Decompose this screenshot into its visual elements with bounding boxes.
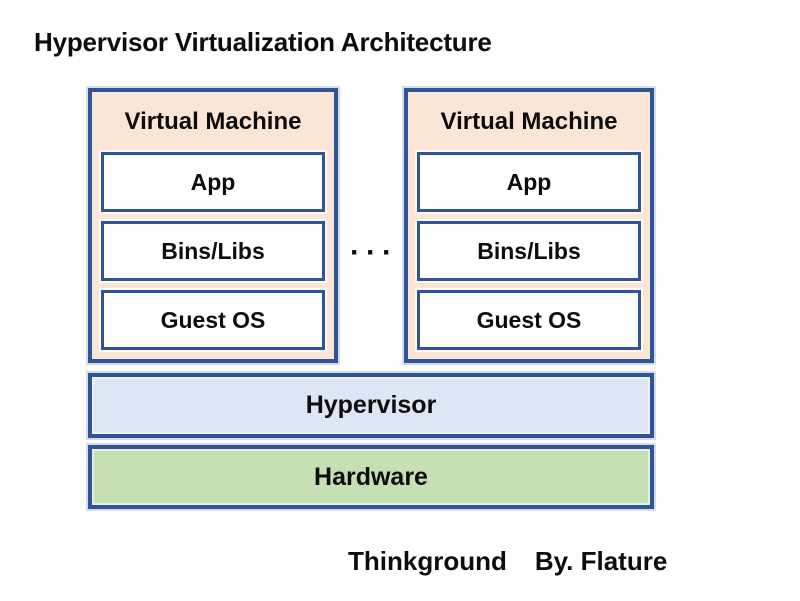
vm-2-layer-bins-libs: Bins/Libs — [417, 221, 641, 281]
hypervisor-bar: Hypervisor — [88, 373, 654, 438]
footer-credit: Thinkground By. Flature — [348, 546, 667, 577]
virtual-machine-box-1: Virtual Machine App Bins/Libs Guest OS — [88, 88, 338, 363]
ellipsis-dots: ··· — [350, 236, 398, 269]
vm-1-layer-app: App — [101, 152, 325, 212]
footer-brand: Thinkground — [348, 546, 507, 576]
hardware-bar: Hardware — [88, 445, 654, 509]
vm-1-title: Virtual Machine — [124, 108, 302, 135]
diagram-title: Hypervisor Virtualization Architecture — [34, 27, 492, 57]
footer-author: By. Flature — [534, 546, 668, 576]
vm-1-layer-guest-os: Guest OS — [101, 290, 325, 350]
vm-1-layer-bins-libs: Bins/Libs — [101, 221, 325, 281]
vm-2-title: Virtual Machine — [440, 108, 618, 135]
virtual-machine-box-2: Virtual Machine App Bins/Libs Guest OS — [404, 88, 654, 363]
vm-2-layer-guest-os: Guest OS — [417, 290, 641, 350]
vm-2-layer-app: App — [417, 152, 641, 212]
